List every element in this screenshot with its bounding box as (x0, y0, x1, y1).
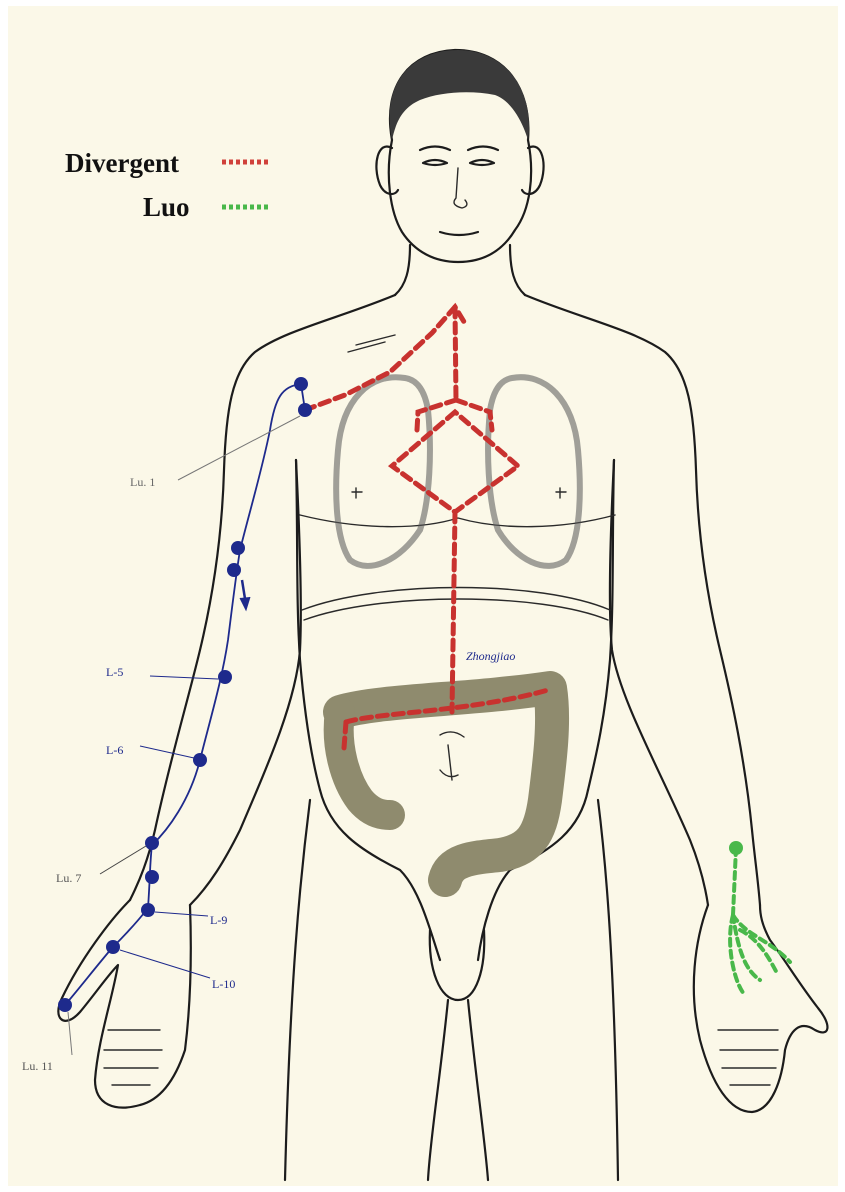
channel-point-l9 (141, 903, 155, 917)
label-l6: L-6 (106, 743, 123, 757)
label-l10: L-10 (212, 977, 235, 991)
channel-point-l10 (106, 940, 120, 954)
legend-divergent-label: Divergent (65, 148, 179, 178)
channel-point-1 (294, 377, 308, 391)
luo-point (729, 841, 743, 855)
label-l5-upper: L-5 (106, 665, 123, 679)
label-l9: L-9 (210, 913, 227, 927)
channel-point-l6 (193, 753, 207, 767)
channel-point-lu7 (145, 836, 159, 850)
label-lu11: Lu. 11 (22, 1059, 53, 1073)
channel-point-lu11 (58, 998, 72, 1012)
divergent-trachea (455, 307, 456, 400)
channel-point-4 (227, 563, 241, 577)
legend-luo-label: Luo (143, 192, 190, 222)
label-lu1: Lu. 1 (130, 475, 155, 489)
paper-background (8, 6, 838, 1186)
channel-point-l5 (218, 670, 232, 684)
label-lu7: Lu. 7 (56, 871, 81, 885)
channel-point-lu1 (298, 403, 312, 417)
channel-point-3 (231, 541, 245, 555)
label-zhongjiao: Zhongjiao (466, 649, 515, 663)
channel-point-8 (145, 870, 159, 884)
